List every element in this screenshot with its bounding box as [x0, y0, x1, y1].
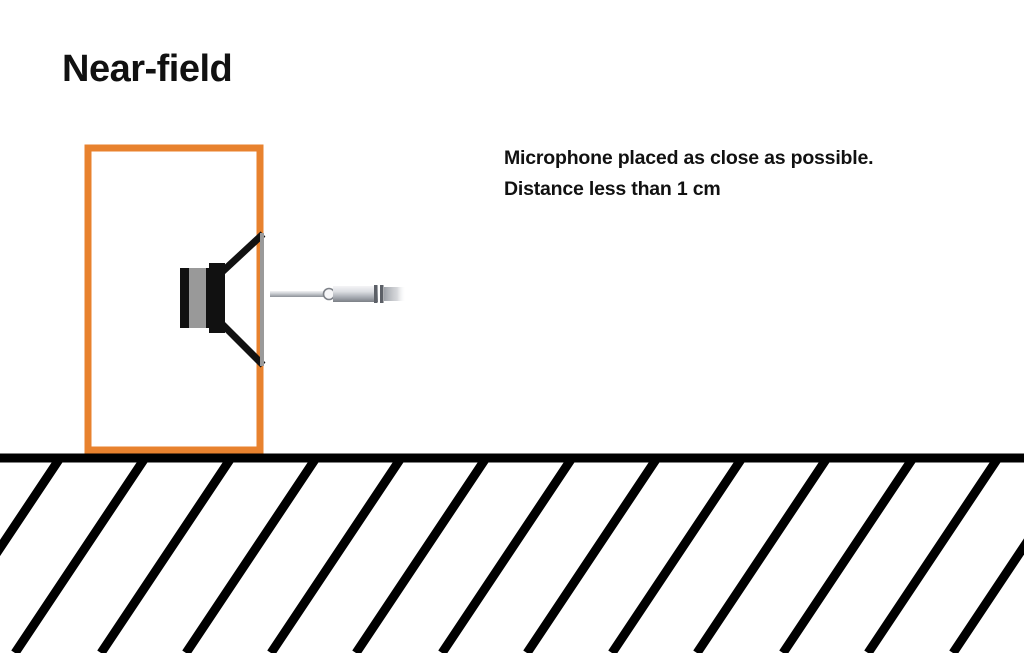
magnet-front-plate: [206, 268, 213, 328]
cone-lower-edge: [219, 321, 266, 368]
annotation-line-2: Distance less than 1 cm: [504, 178, 721, 200]
hatch-line: [97, 458, 235, 653]
hatch-line: [11, 458, 149, 653]
hatch-line: [438, 458, 576, 653]
annotation-line-1: Microphone placed as close as possible.: [504, 147, 874, 169]
hatch-line-group: [0, 458, 1024, 653]
microphone-ring-2: [380, 285, 384, 303]
hatch-line: [0, 458, 64, 557]
hatch-line: [608, 458, 746, 653]
hatch-line: [523, 458, 661, 653]
page-title: Near-field: [62, 48, 233, 90]
microphone-cable-fade: [384, 287, 406, 301]
hatch-line: [352, 458, 490, 653]
microphone-capsule-bead: [322, 287, 336, 301]
microphone-probe-shaft: [270, 291, 328, 297]
hatch-line: [949, 538, 1024, 653]
microphone-body: [333, 286, 378, 302]
hatch-line: [267, 458, 405, 653]
hatch-line: [864, 458, 1002, 653]
magnet-end-cap: [180, 268, 189, 328]
loudspeaker-driver: [180, 231, 266, 368]
microphone-ring-1: [374, 285, 378, 303]
measurement-microphone: [270, 285, 406, 303]
loudspeaker-cabinet: [84, 144, 264, 454]
ground-hatching: [0, 453, 1024, 653]
hatch-line: [182, 458, 320, 653]
cone-upper-edge: [219, 231, 266, 275]
hatch-line: [693, 458, 831, 653]
hatch-line: [779, 458, 917, 653]
